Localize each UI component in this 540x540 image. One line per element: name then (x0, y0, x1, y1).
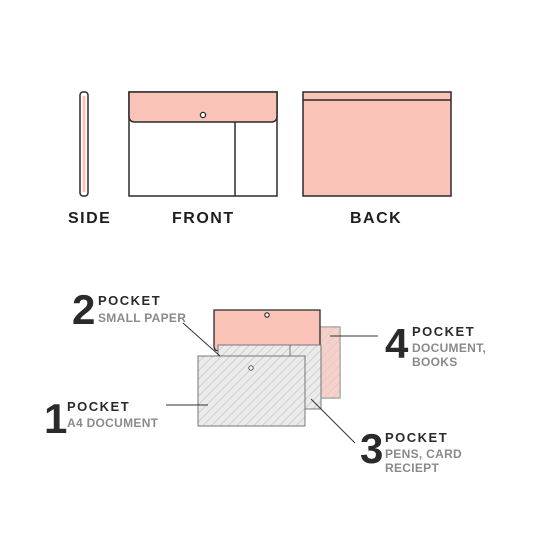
pocket-1-title: POCKET (67, 399, 131, 414)
side-view (79, 91, 89, 197)
back-label: BACK (350, 210, 403, 227)
back-view (302, 91, 452, 197)
pocket-4-title: POCKET (412, 324, 476, 339)
pocket-3-desc-line2: RECIEPT (385, 461, 440, 475)
pocket-1-desc: A4 DOCUMENT (67, 416, 159, 430)
exploded-pockets (197, 309, 341, 427)
front-label: FRONT (172, 210, 235, 227)
leader-lines (166, 322, 378, 444)
pocket-3-desc-line1: PENS, CARD (385, 447, 463, 461)
pocket-3-number: 3 (360, 425, 384, 472)
pocket-2-desc: SMALL PAPER (98, 311, 187, 325)
front-view (128, 91, 278, 197)
pocket-4-number: 4 (385, 320, 409, 367)
pocket-2-number: 2 (72, 286, 96, 333)
pocket-2-title: POCKET (98, 293, 162, 308)
pocket-4-desc-line1: DOCUMENT, (412, 341, 487, 355)
side-label: SIDE (68, 210, 112, 227)
pocket-3-title: POCKET (385, 430, 449, 445)
pocket-1-number: 1 (44, 395, 68, 442)
pocket-4-desc-line2: BOOKS (412, 355, 458, 369)
button-closure-icon (199, 111, 207, 119)
